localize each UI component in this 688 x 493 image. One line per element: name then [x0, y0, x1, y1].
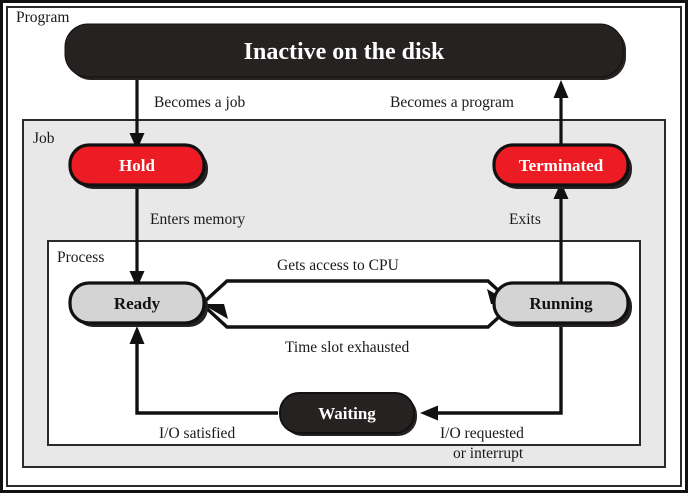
state-label-running: Running — [529, 294, 593, 313]
state-node-running[interactable]: Running — [492, 281, 632, 327]
edge-label-enters-memory: Enters memory — [150, 211, 245, 228]
edge-label-gets-access-to-cpu: Gets access to CPU — [277, 257, 399, 274]
edge-label-time-slot-exhausted: Time slot exhausted — [285, 339, 410, 356]
state-node-hold[interactable]: Hold — [68, 143, 208, 189]
state-label-ready: Ready — [114, 294, 161, 313]
edge-waiting-to-ready — [129, 326, 278, 415]
edge-terminated-to-inactive — [553, 80, 569, 150]
state-label-hold: Hold — [119, 156, 155, 175]
edge-label-exits: Exits — [509, 211, 541, 228]
state-node-waiting[interactable]: Waiting — [279, 392, 417, 436]
state-node-terminated[interactable]: Terminated — [492, 143, 632, 189]
container-label-program: Program — [16, 9, 69, 26]
edge-label-or-interrupt: or interrupt — [453, 445, 524, 462]
state-node-ready[interactable]: Ready — [68, 281, 208, 327]
edge-hold-to-ready — [129, 183, 145, 288]
edge-label-becomes-a-job: Becomes a job — [154, 94, 246, 111]
edge-inactive-to-hold — [129, 78, 145, 150]
state-label-inactive: Inactive on the disk — [244, 39, 445, 65]
state-node-inactive[interactable]: Inactive on the disk — [64, 23, 626, 80]
state-label-terminated: Terminated — [519, 156, 604, 175]
state-label-waiting: Waiting — [318, 404, 376, 423]
container-label-job: Job — [33, 130, 55, 147]
edge-label-io-requested: I/O requested — [440, 425, 524, 442]
container-label-process: Process — [57, 249, 104, 266]
edge-label-io-satisfied: I/O satisfied — [159, 425, 235, 442]
edge-running-to-waiting — [420, 325, 563, 421]
edge-label-becomes-a-program: Becomes a program — [390, 94, 514, 111]
